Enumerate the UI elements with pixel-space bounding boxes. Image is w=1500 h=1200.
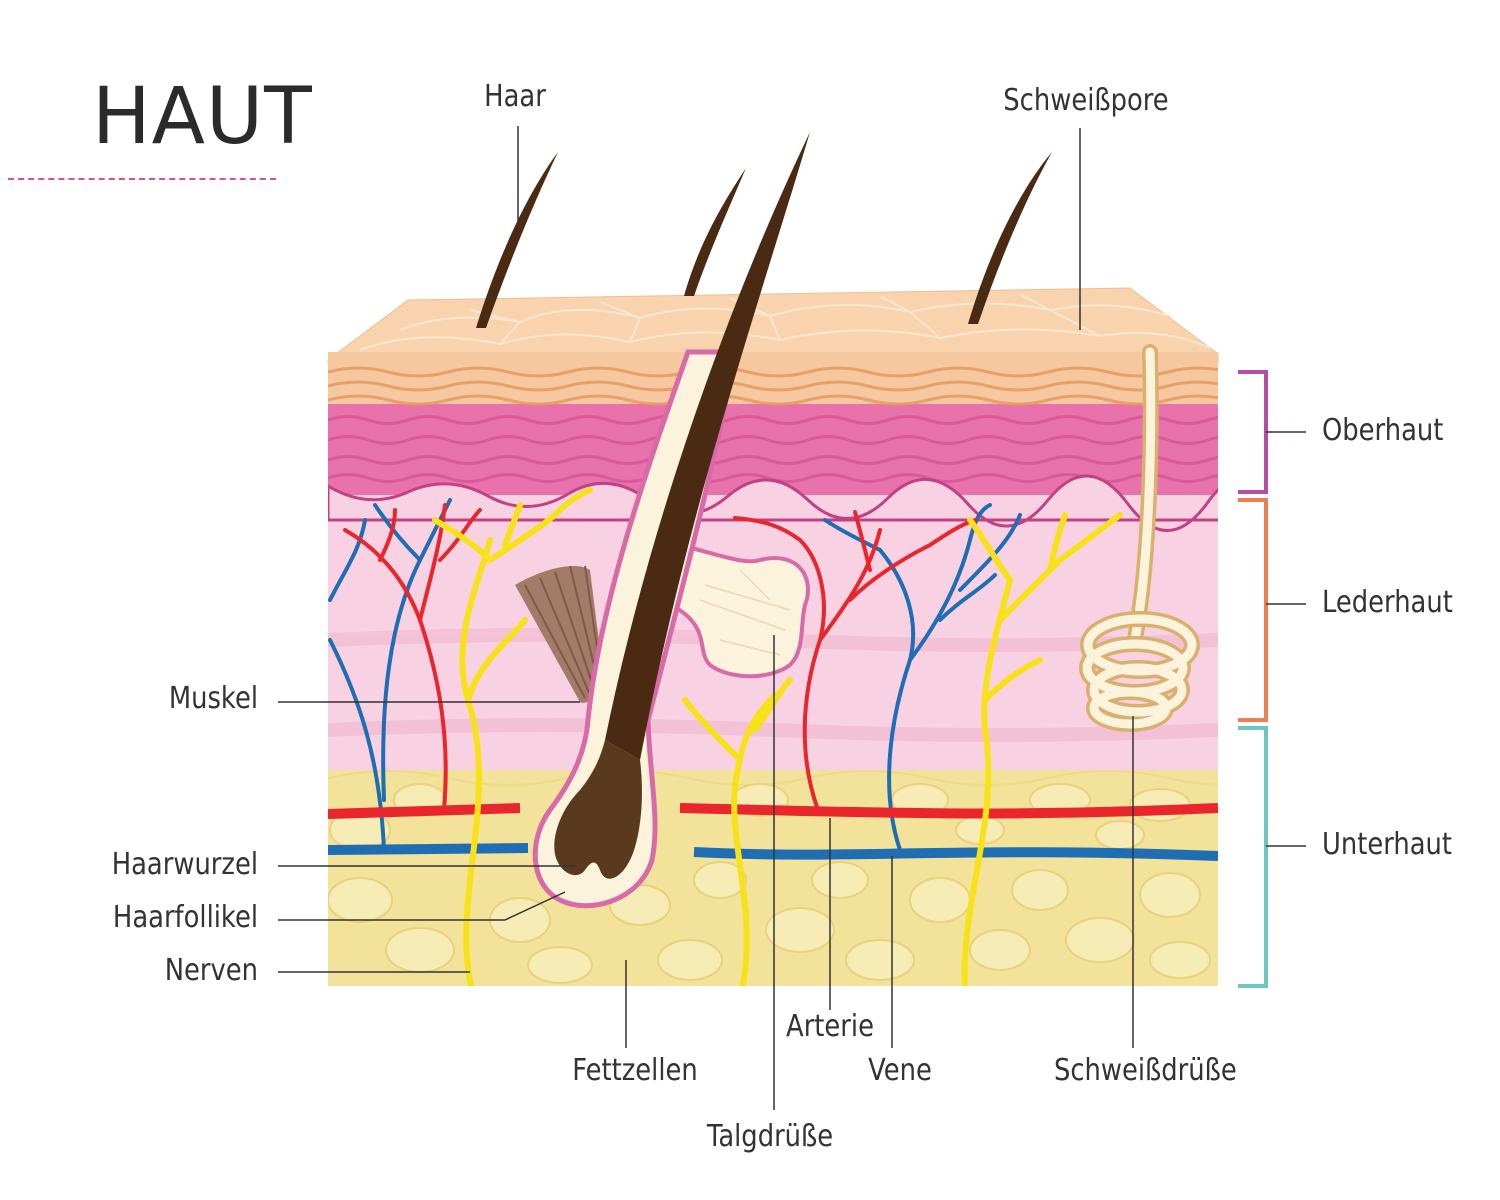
sebaceous-gland <box>657 542 810 679</box>
label-talgdruese: Talgdrüße <box>706 1119 834 1154</box>
label-schweissdruese: Schweißdrüße <box>1054 1053 1237 1088</box>
label-fettzellen: Fettzellen <box>572 1053 698 1088</box>
hair-bulb <box>554 740 642 879</box>
surface-cells <box>359 293 1211 351</box>
title-underline <box>8 178 276 180</box>
hair-2 <box>684 168 746 296</box>
fat-cells <box>328 783 1211 984</box>
hair-3 <box>968 152 1052 324</box>
label-arterie: Arterie <box>786 1009 874 1044</box>
page-title: HAUT <box>92 72 313 162</box>
label-haarfollikel: Haarfollikel <box>112 900 258 935</box>
bracket-unterhaut <box>1238 726 1306 988</box>
hair-shaft <box>605 132 810 760</box>
label-haar: Haar <box>484 79 546 114</box>
label-unterhaut: Unterhaut <box>1322 827 1453 862</box>
label-vene: Vene <box>868 1053 932 1088</box>
sweat-gland <box>1079 611 1200 732</box>
vein-main-left <box>328 843 529 855</box>
leader-lines <box>278 126 1134 1110</box>
arteries <box>343 503 977 812</box>
label-muskel: Muskel <box>168 681 258 716</box>
label-nerven: Nerven <box>164 953 258 988</box>
bracket-oberhaut <box>1238 370 1306 494</box>
label-lederhaut: Lederhaut <box>1322 585 1453 620</box>
nerves <box>432 487 1123 986</box>
label-oberhaut: Oberhaut <box>1322 413 1444 448</box>
label-schweisspore: Schweißpore <box>1003 83 1169 118</box>
artery-main-left <box>328 803 521 819</box>
vein-main-right <box>693 847 1218 861</box>
artery-main-right <box>679 803 1218 819</box>
bracket-lederhaut <box>1238 498 1306 722</box>
label-haarwurzel: Haarwurzel <box>111 847 258 882</box>
hair-1 <box>476 152 558 328</box>
